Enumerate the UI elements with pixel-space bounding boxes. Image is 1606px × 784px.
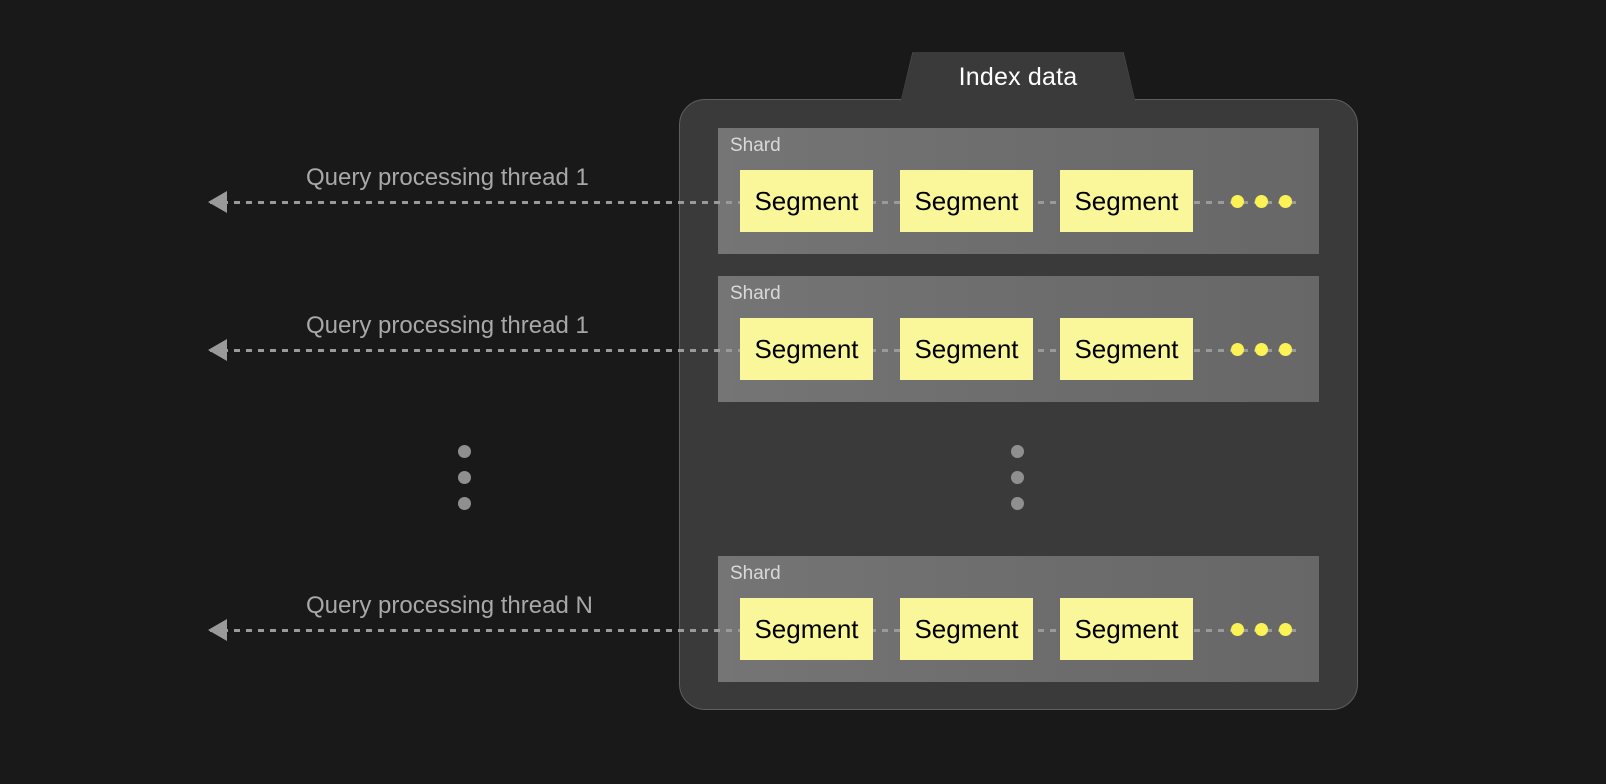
arrow-left-icon [208,191,227,213]
segment-continuation-dot [1231,623,1244,636]
segment-continuation-dot [1255,343,1268,356]
segment-continuation-dot [1279,623,1292,636]
query-thread-label: Query processing thread 1 [306,164,589,191]
shard-ellipsis [1011,445,1024,510]
segment-box: Segment [740,318,873,380]
segment-box: Segment [1060,170,1193,232]
ellipsis-dot [458,471,471,484]
index-data-title: Index data [958,62,1078,91]
ellipsis-dot [1011,471,1024,484]
ellipsis-dot [458,445,471,458]
ellipsis-dot [1011,497,1024,510]
segment-box: Segment [900,318,1033,380]
segment-continuation-dot [1231,195,1244,208]
ellipsis-dot [1011,445,1024,458]
thread-ellipsis [458,445,471,510]
segment-box: Segment [740,598,873,660]
query-thread-label: Query processing thread N [306,592,593,619]
ellipsis-dot [458,497,471,510]
segment-continuation-dot [1255,195,1268,208]
segment-box: Segment [900,598,1033,660]
segment-box: Segment [1060,598,1193,660]
shard-label: Shard [730,283,781,304]
segment-box: Segment [740,170,873,232]
shard-label: Shard [730,135,781,156]
segment-continuation-dot [1255,623,1268,636]
arrow-left-icon [208,619,227,641]
arrow-left-icon [208,339,227,361]
shard-label: Shard [730,563,781,584]
segment-continuation-dot [1231,343,1244,356]
segment-continuation-dot [1279,343,1292,356]
segment-continuation-dot [1279,195,1292,208]
segment-box: Segment [1060,318,1193,380]
index-data-tab: Index data [900,52,1136,104]
query-thread-label: Query processing thread 1 [306,312,589,339]
segment-box: Segment [900,170,1033,232]
